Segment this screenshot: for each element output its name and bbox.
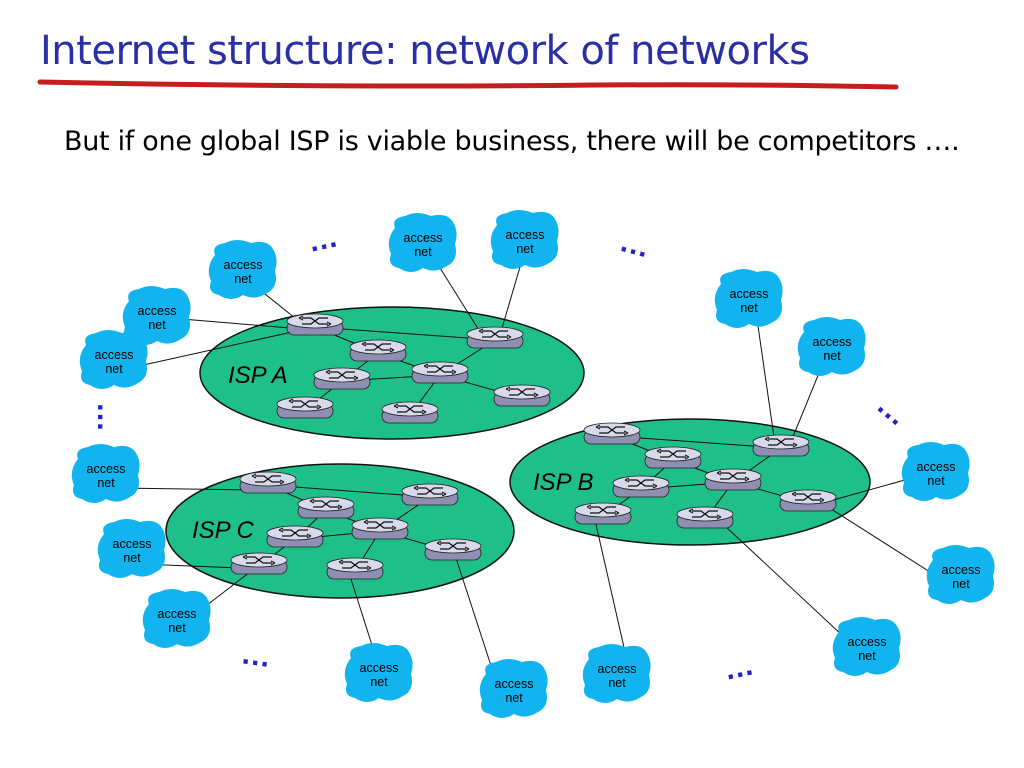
isp-a-router [466, 326, 524, 349]
ellipsis-marker: … [616, 225, 656, 265]
svg-text:access: access [404, 231, 443, 245]
svg-text:access: access [113, 537, 152, 551]
isp-c-router [401, 483, 459, 506]
isp-b-router [779, 489, 837, 512]
ellipsis-marker: … [239, 637, 276, 674]
isp-c-router [326, 557, 384, 580]
isp-c-router [266, 525, 324, 548]
svg-text:net: net [168, 621, 186, 635]
title-underline [37, 79, 899, 90]
isp-c-router [351, 517, 409, 540]
isp-b-router [752, 434, 810, 457]
isp-b-router [704, 468, 762, 491]
svg-text:access: access [138, 304, 177, 318]
svg-text:access: access [224, 258, 263, 272]
slide-subtitle: But if one global ISP is viable business… [64, 126, 960, 157]
svg-text:net: net [952, 577, 970, 591]
svg-text:access: access [813, 335, 852, 349]
isp-c-router [239, 471, 297, 494]
svg-text:access: access [917, 460, 956, 474]
svg-text:access: access [848, 635, 887, 649]
isp-b-router [612, 475, 670, 498]
svg-text:access: access [87, 462, 126, 476]
svg-text:access: access [495, 677, 534, 691]
isp-a-label: ISP A [228, 362, 288, 389]
svg-text:access: access [360, 661, 399, 675]
svg-text:net: net [123, 551, 141, 565]
isp-a-router [276, 396, 334, 419]
ellipsis-marker: … [305, 220, 344, 259]
isp-a-router [286, 313, 344, 336]
slide-title: Internet structure: network of networks [40, 28, 810, 74]
svg-text:net: net [823, 349, 841, 363]
ellipsis-marker: … [871, 388, 917, 434]
svg-text:net: net [414, 245, 432, 259]
svg-text:access: access [942, 563, 981, 577]
svg-text:net: net [927, 474, 945, 488]
svg-text:net: net [97, 476, 115, 490]
isp-c-router [297, 496, 355, 519]
isp-b-router [644, 446, 702, 469]
isp-c-router [424, 538, 482, 561]
svg-text:access: access [730, 287, 769, 301]
svg-text:net: net [608, 676, 626, 690]
isp-c-router [230, 552, 288, 575]
isp-b-router [676, 506, 734, 529]
isp-b-router [583, 422, 641, 445]
svg-text:access: access [95, 348, 134, 362]
isp-a-router [381, 401, 439, 424]
isp-a-router [313, 367, 371, 390]
svg-text:net: net [505, 691, 523, 705]
svg-text:net: net [516, 242, 534, 256]
ellipsis-marker: … [721, 648, 760, 687]
svg-text:net: net [105, 362, 123, 376]
isp-c-label: ISP C [192, 517, 254, 544]
isp-a-router [349, 339, 407, 362]
ellipsis-marker: … [91, 402, 124, 435]
isp-b-router [574, 502, 632, 525]
isp-a-router [493, 384, 551, 407]
svg-text:access: access [598, 662, 637, 676]
svg-text:access: access [506, 228, 545, 242]
isp-b-label: ISP B [533, 469, 593, 496]
svg-text:net: net [234, 272, 252, 286]
svg-text:net: net [370, 675, 388, 689]
isp-a-router [411, 361, 469, 384]
svg-text:access: access [158, 607, 197, 621]
svg-text:net: net [858, 649, 876, 663]
svg-text:net: net [148, 318, 166, 332]
svg-text:net: net [740, 301, 758, 315]
